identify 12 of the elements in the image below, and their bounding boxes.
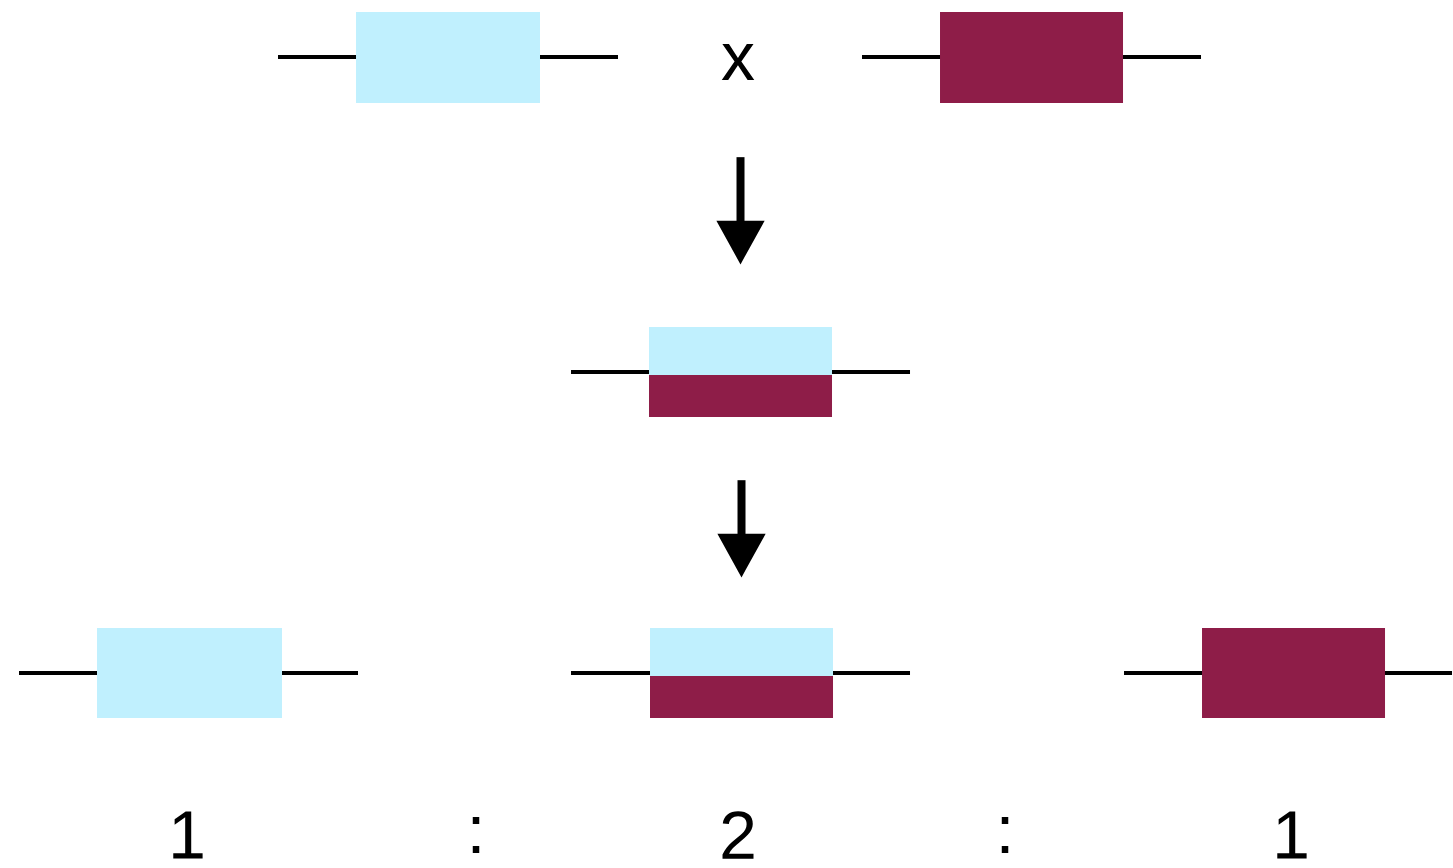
ratio-number: 1 <box>1277 811 1307 859</box>
chromosome-drawing <box>571 327 910 417</box>
ratio-colon: : <box>472 817 480 853</box>
ratio-number: 2 <box>722 811 754 859</box>
ratio-number: 1 <box>173 811 203 859</box>
chromosome-drawing <box>19 628 358 718</box>
chromosome-drawing <box>862 12 1201 103</box>
chromosome-drawing <box>278 12 618 103</box>
ratio-colon: : <box>1001 817 1009 853</box>
chromosome-drawing <box>1124 628 1452 718</box>
cross-sign: x <box>721 44 755 80</box>
chromosome-drawing <box>571 628 910 718</box>
